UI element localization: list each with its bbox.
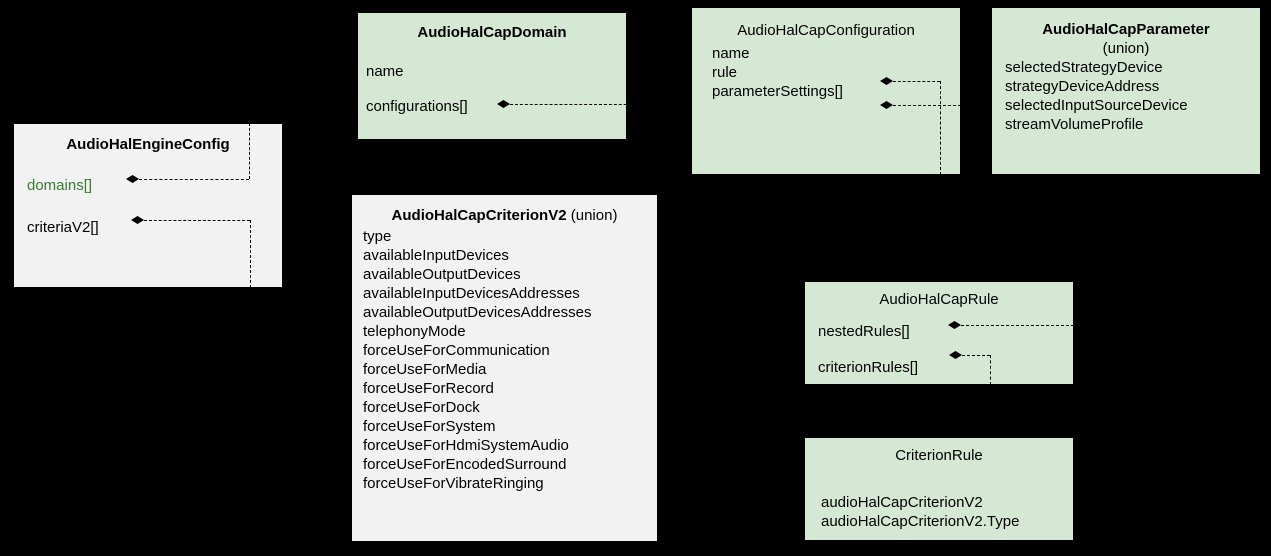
class-box-audio-hal-cap-domain[interactable]: AudioHalCapDomain name configurations[] — [357, 12, 627, 140]
connector-criteria-vertical — [250, 220, 251, 288]
composition-diamond-rule — [880, 77, 893, 85]
connector-rule-horizontal — [893, 81, 940, 82]
attribute-available-output-devices-addresses: availableOutputDevicesAddresses — [363, 304, 592, 321]
class-box-audio-hal-cap-rule[interactable]: AudioHalCapRule nestedRules[] criterionR… — [804, 281, 1074, 385]
class-title-audio-hal-cap-rule: AudioHalCapRule — [879, 291, 999, 308]
attribute-available-input-devices-addresses: availableInputDevicesAddresses — [363, 285, 580, 302]
connector-configurations-horizontal — [510, 104, 691, 105]
attribute-selected-strategy-device: selectedStrategyDevice — [1005, 59, 1163, 76]
connector-criterion-rules-horizontal — [962, 355, 990, 356]
connector-criterion-rules-vertical — [990, 355, 991, 385]
attribute-force-use-for-dock: forceUseForDock — [363, 399, 480, 416]
composition-diamond-domains — [126, 175, 139, 183]
class-subtitle-audio-hal-cap-parameter: (union) — [1102, 40, 1150, 57]
class-title-criterion-rule: CriterionRule — [895, 447, 983, 464]
attribute-audio-hal-cap-criterion-v2-type: audioHalCapCriterionV2.Type — [821, 513, 1020, 530]
composition-diamond-criteria-v2 — [131, 216, 144, 224]
attribute-selected-input-source-device: selectedInputSourceDevice — [1005, 97, 1188, 114]
class-box-criterion-rule[interactable]: CriterionRule audioHalCapCriterionV2 aud… — [804, 437, 1074, 541]
attribute-configuration-name: name — [712, 45, 750, 62]
attribute-criterion-rules: criterionRules[] — [818, 359, 919, 376]
class-title-audio-hal-cap-parameter: AudioHalCapParameter — [1042, 21, 1210, 38]
class-title-audio-hal-cap-criterion-v2: AudioHalCapCriterionV2 (union) — [352, 206, 657, 225]
class-title-audio-hal-cap-configuration: AudioHalCapConfiguration — [737, 22, 915, 39]
attribute-strategy-device-address: strategyDeviceAddress — [1005, 78, 1160, 95]
class-box-audio-hal-cap-parameter[interactable]: AudioHalCapParameter (union) selectedStr… — [991, 7, 1261, 175]
attribute-force-use-for-communication: forceUseForCommunication — [363, 342, 550, 359]
class-title-text: AudioHalCapCriterionV2 — [391, 207, 567, 224]
composition-diamond-configurations — [497, 100, 510, 108]
attribute-rule: rule — [712, 64, 738, 81]
attribute-force-use-for-hdmi-system-audio: forceUseForHdmiSystemAudio — [363, 437, 569, 454]
class-title-audio-hal-engine-config: AudioHalEngineConfig — [66, 136, 230, 153]
attribute-domains: domains[] — [27, 177, 93, 194]
connector-nested-rules-horizontal — [961, 325, 1074, 326]
attribute-criteria-v2: criteriaV2[] — [27, 219, 99, 236]
attribute-telephony-mode: telephonyMode — [363, 323, 466, 340]
class-title-audio-hal-cap-domain: AudioHalCapDomain — [417, 24, 567, 41]
attribute-stream-volume-profile: streamVolumeProfile — [1005, 116, 1144, 133]
composition-diamond-parameter-settings — [880, 101, 893, 109]
connector-criteria-horizontal — [144, 220, 250, 221]
attribute-force-use-for-record: forceUseForRecord — [363, 380, 494, 397]
composition-diamond-criterion-rules — [949, 351, 962, 359]
class-title-union-suffix: (union) — [570, 207, 618, 224]
attribute-nested-rules: nestedRules[] — [818, 323, 910, 340]
attribute-available-output-devices: availableOutputDevices — [363, 266, 521, 283]
attribute-force-use-for-system: forceUseForSystem — [363, 418, 496, 435]
connector-domains-vertical — [249, 123, 250, 179]
class-box-audio-hal-cap-configuration[interactable]: AudioHalCapConfiguration name rule param… — [691, 7, 961, 175]
class-box-audio-hal-cap-criterion-v2[interactable]: AudioHalCapCriterionV2 (union) type avai… — [351, 194, 658, 542]
attribute-configurations: configurations[] — [366, 98, 468, 115]
class-box-audio-hal-engine-config[interactable]: AudioHalEngineConfig domains[] criteriaV… — [13, 123, 283, 288]
attribute-available-input-devices: availableInputDevices — [363, 247, 509, 264]
attribute-force-use-for-media: forceUseForMedia — [363, 361, 487, 378]
connector-parameter-settings-horizontal — [893, 105, 991, 106]
attribute-parameter-settings: parameterSettings[] — [712, 83, 843, 100]
composition-diamond-nested-rules — [948, 321, 961, 329]
attribute-force-use-for-encoded-surround: forceUseForEncodedSurround — [363, 456, 567, 473]
attribute-type: type — [363, 228, 392, 245]
attribute-name: name — [366, 63, 404, 80]
connector-domains-horizontal — [139, 179, 249, 180]
attribute-force-use-for-vibrate-ringing: forceUseForVibrateRinging — [363, 475, 544, 492]
attribute-audio-hal-cap-criterion-v2: audioHalCapCriterionV2 — [821, 494, 983, 511]
connector-rule-vertical — [940, 81, 941, 175]
